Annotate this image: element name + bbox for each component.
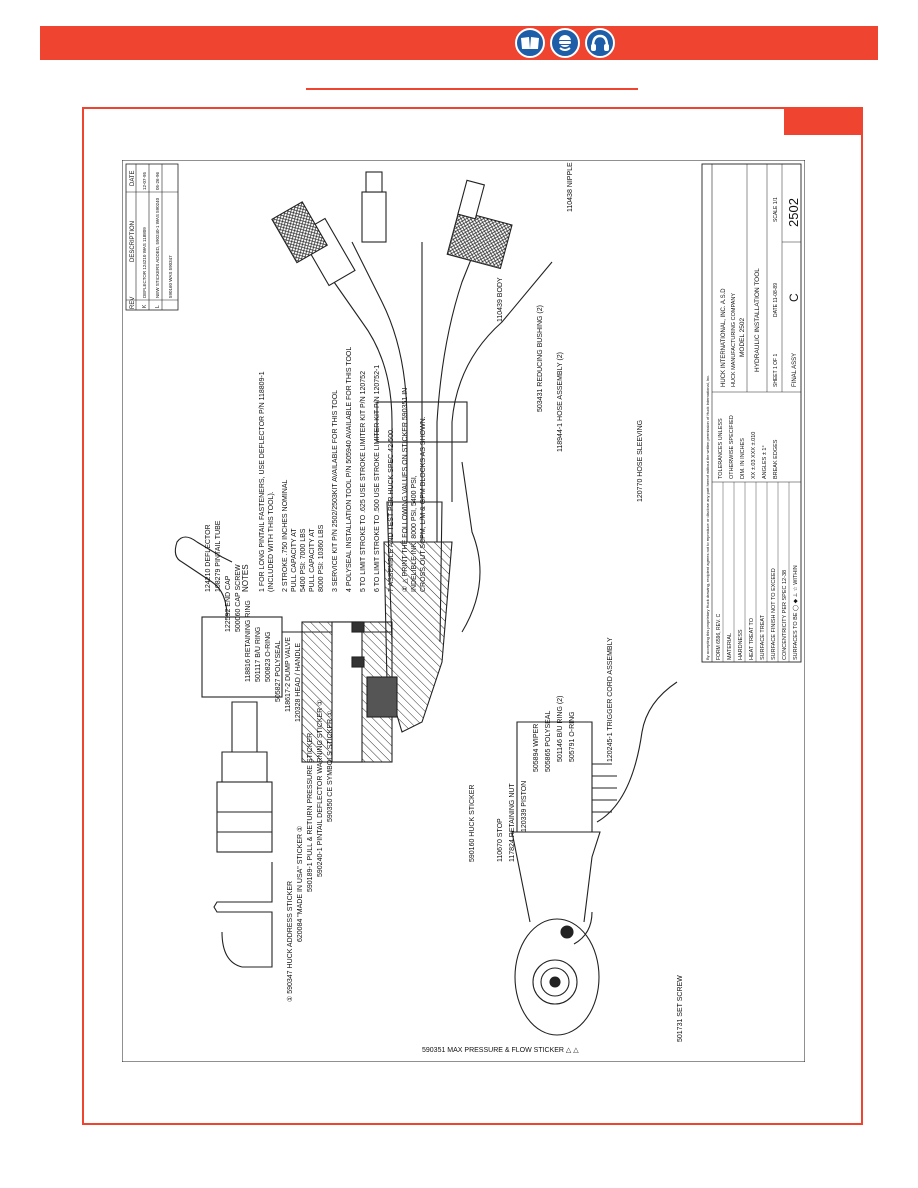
read-manual-icon: [515, 28, 545, 58]
callout-505894: 505894 WIPER: [533, 724, 540, 772]
tb-tol-2: DIM. IN INCHES: [740, 438, 746, 479]
callout-120339: 120339 PISTON: [521, 781, 528, 832]
tb-left-6: CONCENTRICITY PER SPEC 12-38: [782, 570, 788, 660]
callout-118617: 118617-2 DUMP VALVE: [285, 637, 292, 712]
callout-590351: 590351 MAX PRESSURE & FLOW STICKER △ △: [422, 1047, 579, 1054]
callout-117824: 117824 RETAINING NUT: [509, 783, 516, 862]
rev-row-2-desc: NEW STICKERS ADDED, 590240-1 WAS 590240: [155, 197, 160, 298]
tb-tol-1: OTHERWISE SPECIFIED: [729, 415, 735, 479]
note-line-8: 3 SERVICE KIT P/N 2502/2503KIT AVAILABLE…: [332, 390, 339, 592]
front-view: [511, 681, 678, 1036]
tb-left-3: HEAT TREAT TO: [749, 617, 755, 660]
callout-108279: 108279 PINTAIL TUBE: [215, 520, 222, 592]
face-shield-icon: [550, 28, 580, 58]
couplings: [271, 171, 513, 287]
note-line-4: PULL CAPACITY AT: [291, 528, 298, 592]
callout-500823: 500823 O-RING: [265, 631, 272, 682]
callout-118816: 118816 RETAINING RING: [245, 600, 252, 682]
tb-left-0: FORM 6596, REV. C: [716, 613, 722, 660]
callout-500060: 500060 CAP SCREW: [235, 564, 242, 632]
callout-590160: 590160 HUCK STICKER: [469, 785, 476, 862]
callout-590347: ① 590347 HUCK ADDRESS STICKER: [286, 881, 294, 1002]
note-line-3: 2 STROKE .750 INCHES NOMINAL: [282, 479, 289, 592]
callout-122592: 122592 END CAP: [225, 575, 232, 632]
rev-row-2-rev: L: [155, 305, 161, 308]
callout-620084: 620084 "MADE IN USA" STICKER ①: [296, 826, 304, 942]
callout-505791: 505791 O-RING: [569, 711, 576, 762]
drawing-svg: REV DESCRIPTION DATE K DEFLECTOR 124210 …: [121, 159, 806, 1063]
callout-505865: 505865 POLYSEAL: [545, 711, 552, 772]
tb-tol-4: ANGLES ± 1°: [762, 445, 768, 479]
note-line-5: 5400 PSI: 7000 LBS: [300, 528, 307, 592]
callout-501146: 501146 B/U RING (2): [557, 696, 564, 762]
section-view: [301, 501, 453, 763]
notes-title: NOTES: [241, 564, 250, 592]
rev-header-description: DESCRIPTION: [130, 221, 136, 262]
tb-sheet: SHEET 1 OF 1: [773, 354, 779, 387]
tb-date: DATE 11-08-89: [773, 283, 779, 317]
title-block: By accepting this proprietary Huck drawi…: [701, 163, 802, 663]
callout-110439: 110439 BODY: [497, 277, 504, 322]
tb-company-sub: HUCK MANUFACTURING COMPANY: [731, 293, 737, 387]
rev-header-rev: REV: [130, 297, 136, 309]
note-line-2: (INCLUDED WITH THIS TOOL).: [268, 491, 275, 592]
tb-left-7: SURFACES TO BE ◯ ◆ ⊥ ☆ WITHIN: [792, 565, 799, 660]
callout-110438: 110438 NIPPLE: [567, 162, 574, 212]
rev-header-date: DATE: [130, 170, 136, 186]
tb-tol-0: TOLERANCES UNLESS: [718, 418, 724, 479]
tb-model: MODEL 2502: [739, 317, 746, 357]
hearing-protection-icon: [585, 28, 615, 58]
note-line-15: CROSS OUT SCPM, L/M & GPM BLOCKS AS SHOW…: [420, 416, 427, 592]
page-frame: [82, 107, 863, 1125]
ownership-note: By accepting this proprietary Huck drawi…: [705, 375, 710, 660]
header-bar: [40, 26, 878, 60]
tb-scale: SCALE 1/1: [773, 197, 779, 222]
note-line-11: 6 TO LIMIT STROKE TO .500 USE STROKE LIM…: [374, 365, 381, 592]
hose-assembly: [326, 231, 553, 633]
callout-590189: 590189-1 PULL & RETURN PRESSURE STICKER: [307, 733, 314, 892]
callout-120328: 120328 HEAD / HANDLE: [295, 643, 302, 722]
tb-final-assy: FINAL ASSY: [792, 353, 798, 387]
callout-120770: 120770 HOSE SLEEVING: [637, 420, 644, 502]
tb-left-2: HARDNESS: [738, 629, 744, 660]
note-line-1: 1 FOR LONG PINTAIL FASTENERS, USE DEFLEC…: [259, 371, 266, 592]
callout-120245: 120245-1 TRIGGER CORD ASSEMBLY: [607, 637, 614, 762]
callout-505827: 505827 POLYSEAL: [275, 641, 282, 702]
tb-company: HUCK INTERNATIONAL, INC. A.S.D: [721, 288, 727, 387]
tb-left-4: SURFACE TREAT: [760, 614, 766, 660]
note-line-13: ① △ PRINT THE FOLLOWING VALUES ON STICKE…: [401, 388, 409, 592]
title-rule: [306, 88, 638, 90]
note-line-10: 5 TO LIMIT STROKE TO .625 USE STROKE LIM…: [360, 371, 367, 592]
rev-row-2-date: 05-26-96: [155, 171, 160, 190]
tb-description: HYDRAULIC INSTALLATION TOOL: [754, 268, 761, 372]
tb-left-5: SURFACE FINISH NOT TO EXCEED: [771, 568, 777, 660]
note-line-6: PULL CAPACITY AT: [309, 528, 316, 592]
corner-tab: [784, 109, 863, 135]
tb-left-1: MATERIAL: [727, 633, 733, 660]
tb-size: C: [787, 293, 801, 302]
rev-row-3-desc: 590160 WAS 590347: [168, 255, 173, 298]
tb-tol-5: BREAK EDGES: [773, 439, 779, 479]
callout-110670: 110670 STOP: [497, 818, 504, 862]
safety-icons: [515, 28, 615, 58]
callouts: 590351 MAX PRESSURE & FLOW STICKER △ △ ①…: [205, 162, 684, 1054]
note-line-9: 4 POLYSEAL INSTALLATION TOOL P/N 505940 …: [346, 347, 353, 592]
rev-row-1-date: 12-07-95: [142, 171, 147, 190]
callout-118944: 118944-1 HOSE ASSEMBLY (2): [557, 352, 564, 452]
callout-503431: 503431 REDUCING BUSHING (2): [537, 305, 544, 412]
tb-drawing-number: 2502: [786, 198, 801, 227]
note-line-7: 8000 PSI: 10360 LBS: [318, 524, 325, 592]
callout-590240: 590240-1 PINTAIL DEFLECTOR WARNING STICK…: [316, 700, 324, 877]
callout-590350: 590350 CE SYMBOLS STICKER ①: [326, 711, 334, 822]
rev-row-1-rev: K: [142, 304, 148, 308]
callout-501117: 501117 B/U RING: [255, 627, 262, 682]
engineering-drawing: REV DESCRIPTION DATE K DEFLECTOR 124210 …: [121, 159, 806, 1063]
rev-row-1-desc: DEFLECTOR 124210 WAS 118809: [142, 227, 147, 298]
note-line-14: INDELIBLE INK: 8000 PSI, 5400 PSI,: [411, 475, 418, 592]
callout-501731: 501731 SET SCREW: [677, 975, 684, 1042]
revision-table: REV DESCRIPTION DATE K DEFLECTOR 124210 …: [125, 163, 179, 311]
tb-tol-3: XX ±.03 XXX ±.010: [751, 432, 757, 479]
callout-124210: 124210 DEFLECTOR: [205, 524, 212, 592]
